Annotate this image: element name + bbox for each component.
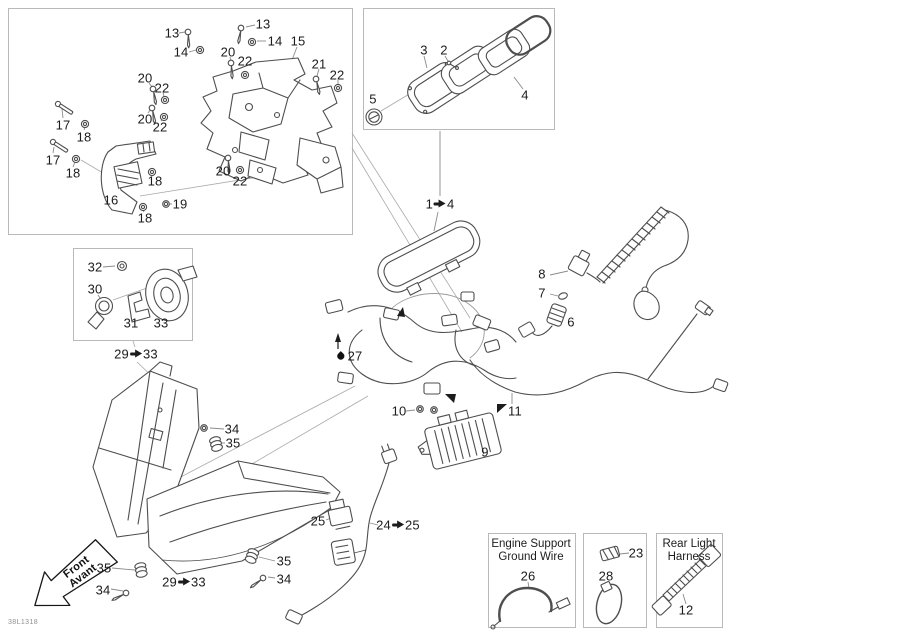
part-callout-5: 5 bbox=[369, 91, 377, 107]
part-callout-22: 22 bbox=[154, 80, 170, 96]
part-callout-15: 15 bbox=[290, 33, 306, 49]
part-callout-19: 19 bbox=[172, 196, 188, 212]
part-callout-6: 6 bbox=[567, 314, 575, 330]
part-callout-35: 35 bbox=[96, 560, 112, 576]
part-callout-13: 13 bbox=[164, 25, 180, 41]
part-callout-20: 20 bbox=[137, 70, 153, 86]
range-start: 29 bbox=[114, 346, 129, 362]
part-callout-35: 35 bbox=[276, 553, 292, 569]
part-callout-24-25: 24 25 bbox=[376, 519, 420, 532]
range-end: 33 bbox=[143, 346, 158, 362]
range-arrow-icon bbox=[434, 199, 446, 209]
part-callout-18: 18 bbox=[65, 165, 81, 181]
part-callout-22: 22 bbox=[237, 53, 253, 69]
rear-light-label-line2: Harness bbox=[667, 551, 711, 563]
part-callout-4: 4 bbox=[521, 87, 529, 103]
part-callout-8: 8 bbox=[538, 266, 546, 282]
part-callout-33: 33 bbox=[153, 315, 169, 331]
assembly-arrows bbox=[335, 307, 507, 413]
part-callout-29-33: 29 33 bbox=[114, 348, 158, 361]
part-callout-10: 10 bbox=[391, 403, 407, 419]
engine-support-label-line1: Engine Support bbox=[491, 538, 571, 550]
part-callout-29-33: 29 33 bbox=[162, 576, 206, 589]
engine-support-ground-wire-label: Engine Support Ground Wire bbox=[491, 538, 570, 564]
range-end: 33 bbox=[191, 574, 206, 590]
part-callout-22: 22 bbox=[232, 173, 248, 189]
front-arrow-shape bbox=[34, 539, 119, 607]
rear-light-harness-label: Rear Light Harness bbox=[662, 538, 715, 564]
part-callout-34: 34 bbox=[224, 421, 240, 437]
part-callout-28: 28 bbox=[598, 568, 614, 584]
part-callout-20: 20 bbox=[137, 111, 153, 127]
range-start: 29 bbox=[162, 574, 177, 590]
part-callout-13: 13 bbox=[255, 16, 271, 32]
part-callout-17: 17 bbox=[55, 117, 71, 133]
part-callout-26: 26 bbox=[520, 568, 536, 584]
part-callout-17: 17 bbox=[45, 152, 61, 168]
part-callout-23: 23 bbox=[628, 545, 644, 561]
part-callout-3: 3 bbox=[420, 42, 428, 58]
part-callout-7: 7 bbox=[538, 285, 546, 301]
part-callout-14: 14 bbox=[267, 33, 283, 49]
part-callout-22: 22 bbox=[329, 67, 345, 83]
part-callout-21: 21 bbox=[311, 56, 327, 72]
rear-light-label-line1: Rear Light bbox=[662, 538, 716, 550]
part-callout-14: 14 bbox=[173, 44, 189, 60]
range-end: 25 bbox=[405, 517, 420, 533]
range-arrow-icon bbox=[178, 577, 190, 587]
part-callout-9: 9 bbox=[481, 444, 489, 460]
range-start: 1 bbox=[425, 196, 433, 212]
part-callout-18: 18 bbox=[137, 210, 153, 226]
part-callout-25: 25 bbox=[310, 513, 326, 529]
range-arrow-icon bbox=[392, 520, 404, 530]
range-start: 24 bbox=[376, 517, 391, 533]
range-end: 4 bbox=[447, 196, 455, 212]
parts-line-art bbox=[34, 15, 729, 630]
part-callout-11: 11 bbox=[508, 403, 522, 419]
part-callout-22: 22 bbox=[152, 119, 168, 135]
part-callout-18: 18 bbox=[147, 173, 163, 189]
part-callout-34: 34 bbox=[95, 582, 111, 598]
lubricant-drop-icon bbox=[336, 351, 346, 361]
detail-boxes bbox=[8, 8, 723, 628]
sheet-code: 38L1318 bbox=[8, 619, 39, 626]
part-callout-18: 18 bbox=[76, 129, 92, 145]
range-arrow-icon bbox=[130, 349, 142, 359]
part-callout-16: 16 bbox=[103, 192, 119, 208]
part-callout-2: 2 bbox=[440, 42, 448, 58]
part-callout-30: 30 bbox=[87, 281, 103, 297]
part-callout-32: 32 bbox=[87, 259, 103, 275]
part-callout-20: 20 bbox=[215, 163, 231, 179]
part-callout-27: 27 bbox=[336, 350, 363, 363]
engine-support-label-line2: Ground Wire bbox=[498, 551, 564, 563]
part-callout-35: 35 bbox=[225, 435, 241, 451]
part-callout-12: 12 bbox=[678, 602, 694, 618]
part-callout-31: 31 bbox=[123, 315, 139, 331]
part-callout-34: 34 bbox=[276, 571, 292, 587]
part-callout-20: 20 bbox=[220, 44, 236, 60]
